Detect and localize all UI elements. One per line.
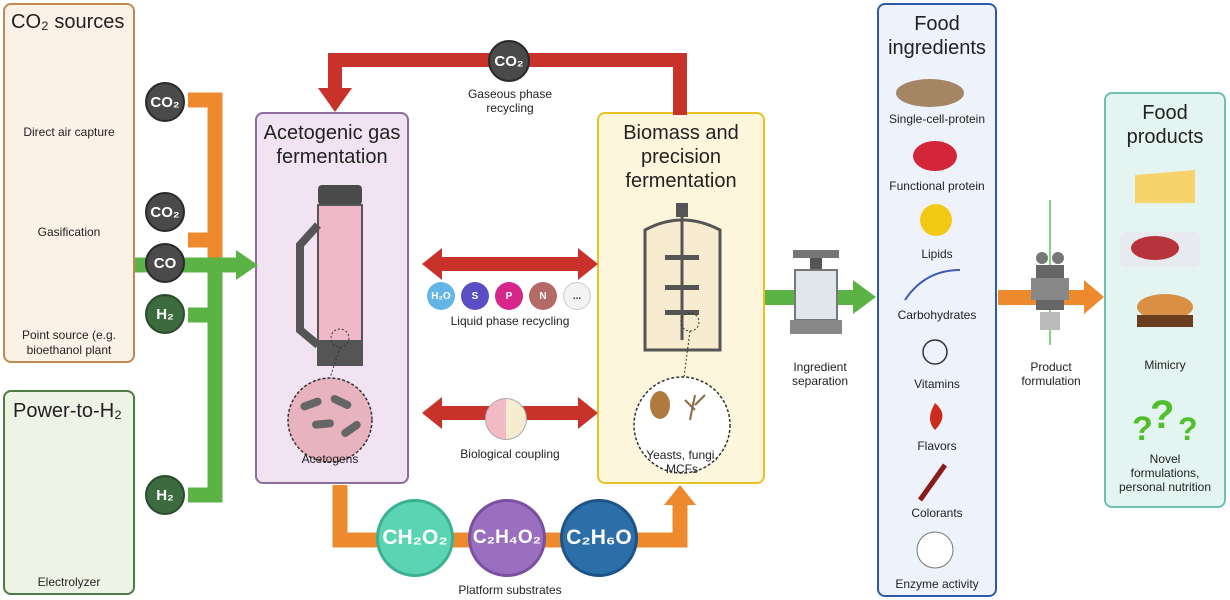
- enzyme-dish-icon: [916, 531, 954, 569]
- red-blood-cell-icon: [913, 141, 957, 171]
- acetic-acid-substrate: C₂H₄O₂: [468, 499, 546, 577]
- svg-text:?: ?: [1132, 410, 1153, 448]
- powder-icon: [896, 79, 964, 107]
- novel-label-1: Novel: [1149, 452, 1181, 466]
- ethanol-substrate: C₂H₆O: [560, 499, 638, 577]
- mimicry-label: Mimicry: [1144, 358, 1186, 372]
- ingredient-carbohydrates: Carbohydrates: [897, 308, 977, 322]
- ingredient-lipids: Lipids: [921, 247, 953, 261]
- biomass-reactor-icon: [643, 203, 722, 352]
- separation-label-1: Ingredient: [793, 360, 847, 374]
- nitrogen-badge: N: [529, 282, 557, 310]
- separation-apparatus-icon: [790, 250, 842, 334]
- svg-text:?: ?: [1150, 393, 1174, 437]
- carbohydrate-chain-icon: [904, 269, 961, 301]
- liquid-recycling-label: Liquid phase recycling: [450, 314, 570, 328]
- gasification-label: Gasification: [37, 225, 101, 239]
- svg-text:?: ?: [1178, 411, 1198, 447]
- acetogens-label: Acetogens: [301, 452, 359, 466]
- co2-sources-panel: CO₂ sources: [3, 3, 135, 363]
- biological-coupling-label: Biological coupling: [460, 447, 560, 461]
- dac-label: Direct air capture: [23, 125, 115, 139]
- water-badge: H₂O: [427, 282, 455, 310]
- co-badge: CO: [145, 243, 185, 283]
- power-title: Power-to-H₂: [13, 400, 122, 422]
- novel-label-2: formulations,: [1130, 466, 1200, 480]
- gaseous-recycling-label-2: recycling: [486, 101, 534, 115]
- ingredient-functional-protein: Functional protein: [889, 179, 985, 193]
- co2-badge-2: CO₂: [145, 192, 185, 232]
- h2-badge-2: H₂: [145, 475, 185, 515]
- organisms-label-1: Yeasts, fungi,: [646, 448, 718, 462]
- point-source-label-2: bioethanol plant: [26, 343, 112, 357]
- ingredient-vitamins: Vitamins: [914, 377, 960, 391]
- power-to-h2-panel: Power-to-H₂: [3, 390, 135, 595]
- co2-recycle-badge: CO₂: [488, 40, 530, 82]
- vitamin-molecule-icon: [922, 339, 948, 365]
- gaseous-recycling-label-1: Gaseous phase: [467, 87, 553, 101]
- more-badge: ...: [563, 282, 591, 310]
- cheese-icon: [1135, 170, 1195, 203]
- gas-reactor-icon: [296, 185, 363, 366]
- formulation-label-2: formulation: [1021, 374, 1081, 388]
- phosphorus-badge: P: [495, 282, 523, 310]
- organisms-label-2: MCFs: [666, 462, 698, 476]
- chili-pepper-icon: [930, 403, 943, 430]
- formic-acid-substrate: CH₂O₂: [376, 499, 454, 577]
- meat-icon: [1120, 232, 1200, 267]
- co2-sources-title: CO₂ sources: [11, 11, 125, 33]
- extruder-icon: [1031, 200, 1069, 345]
- ingredient-flavors: Flavors: [917, 439, 957, 453]
- burger-icon: [1137, 294, 1193, 327]
- electrolyzer-label: Electrolyzer: [37, 575, 101, 589]
- ingredient-enzyme-activity: Enzyme activity: [895, 577, 979, 591]
- biological-coupling-icon: [485, 398, 527, 440]
- ingredient-single-cell-protein: Single-cell-protein: [888, 112, 986, 126]
- co2-badge-1: CO₂: [145, 82, 185, 122]
- yeasts-fungi-icon: [633, 330, 731, 474]
- ingredient-colorants: Colorants: [911, 506, 963, 520]
- dropper-icon: [917, 463, 948, 502]
- platform-substrates-label: Platform substrates: [458, 583, 562, 597]
- novel-label-3: personal nutrition: [1118, 480, 1212, 494]
- formulation-label-1: Product: [1030, 360, 1072, 374]
- separation-label-2: separation: [791, 374, 849, 388]
- sulfur-badge: S: [461, 282, 489, 310]
- question-marks-icon: ???: [1132, 393, 1198, 448]
- acetogens-icon: [287, 346, 373, 463]
- point-source-label-1: Point source (e.g.: [21, 328, 117, 342]
- h2-badge-1: H₂: [145, 294, 185, 334]
- lipid-droplet-icon: [920, 204, 952, 236]
